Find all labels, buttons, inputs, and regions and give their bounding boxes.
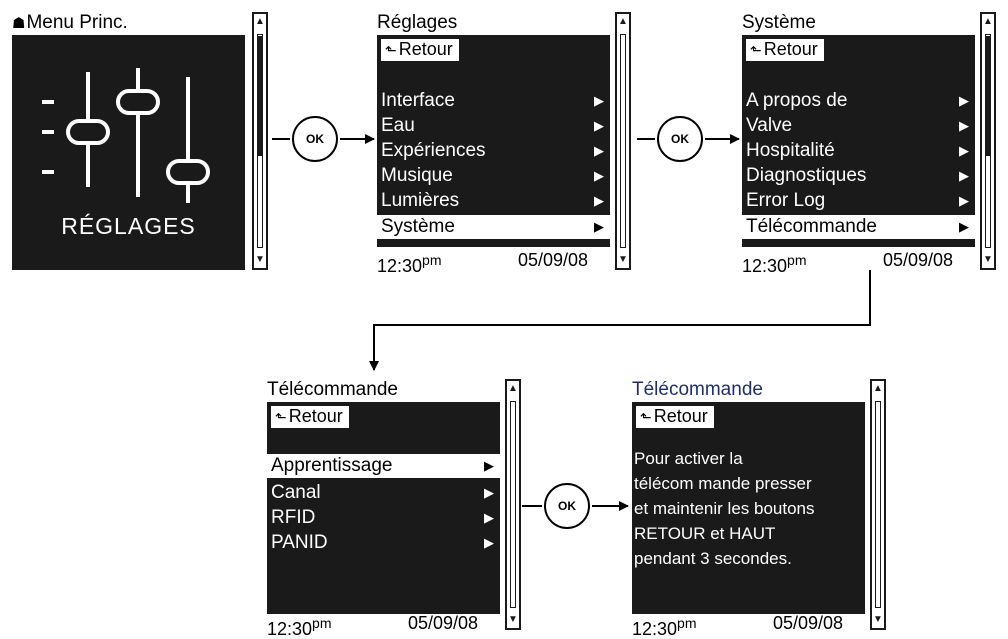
arrow-right-icon: ▶	[484, 458, 494, 473]
lcd-display: ⬑Retour Interface▶ Eau▶ Expériences▶ Mus…	[377, 35, 610, 247]
arrow-right-icon: ▶	[484, 510, 494, 525]
scroll-up-icon[interactable]: ▲	[983, 16, 993, 27]
scrollbar[interactable]: ▲ ▼	[252, 12, 268, 270]
scrollbar[interactable]: ▲ ▼	[615, 12, 631, 270]
menu-item[interactable]: RFID▶	[271, 507, 494, 528]
instruction-line: pendant 3 secondes.	[634, 549, 792, 568]
scroll-down-icon[interactable]: ▼	[508, 614, 518, 625]
arrow-right-icon: ▶	[959, 168, 969, 183]
back-button[interactable]: ⬑Retour	[381, 39, 459, 61]
back-button[interactable]: ⬑Retour	[636, 406, 714, 428]
back-icon: ⬑	[750, 42, 762, 58]
arrow-right-icon: ▶	[959, 193, 969, 208]
back-icon: ⬑	[640, 409, 652, 425]
home-icon: ☗	[12, 15, 26, 32]
menu-item[interactable]: Expériences▶	[381, 140, 604, 161]
screen-title-text: Menu Princ.	[26, 12, 128, 33]
date: 05/09/08	[883, 250, 954, 270]
screen-title: Système	[742, 12, 816, 33]
instruction-line: RETOUR et HAUT	[634, 524, 776, 543]
lcd-display: RÉGLAGES	[12, 35, 245, 270]
scroll-up-icon[interactable]: ▲	[618, 16, 628, 27]
arrow-right-icon: ▶	[594, 193, 604, 208]
instruction-line: et maintenir les boutons	[634, 499, 815, 518]
clock: 12:30pm	[632, 615, 697, 639]
ok-button[interactable]: OK	[292, 116, 338, 162]
menu-item[interactable]: Lumières▶	[381, 190, 604, 211]
ok-button[interactable]: OK	[544, 483, 590, 529]
menu-item[interactable]: Eau▶	[381, 115, 604, 136]
scrollbar[interactable]: ▲ ▼	[980, 12, 996, 270]
menu-item-selected[interactable]: Système▶	[377, 215, 610, 239]
arrow-right-icon: ▶	[959, 93, 969, 108]
settings-sliders-icon	[42, 68, 210, 203]
scroll-down-icon[interactable]: ▼	[255, 254, 265, 265]
scroll-down-icon[interactable]: ▼	[873, 614, 883, 625]
arrow-right-icon: ▶	[594, 168, 604, 183]
menu-item[interactable]: Diagnostiques▶	[746, 165, 969, 186]
menu-item[interactable]: Valve▶	[746, 115, 969, 136]
lcd-display: ⬑Retour A propos de▶ Valve▶ Hospitalité▶…	[742, 35, 975, 247]
scroll-down-icon[interactable]: ▼	[618, 254, 628, 265]
back-icon: ⬑	[275, 409, 287, 425]
clock: 12:30pm	[742, 252, 807, 276]
arrow-right-icon: ▶	[484, 485, 494, 500]
screen-label: RÉGLAGES	[61, 213, 196, 239]
scroll-up-icon[interactable]: ▲	[255, 16, 265, 27]
arrow-right-icon: ▶	[594, 93, 604, 108]
menu-item[interactable]: Error Log▶	[746, 190, 969, 211]
arrow-right-icon: ▶	[594, 219, 604, 234]
instruction-line: télécom mande presser	[634, 474, 812, 493]
clock: 12:30pm	[267, 615, 332, 639]
arrow-right-icon: ▶	[594, 118, 604, 133]
menu-item[interactable]: PANID▶	[271, 532, 494, 553]
arrow-right-icon: ▶	[959, 118, 969, 133]
screen-title: Télécommande	[267, 379, 398, 400]
date: 05/09/08	[773, 613, 844, 633]
date: 05/09/08	[518, 250, 589, 270]
menu-item[interactable]: Musique▶	[381, 165, 604, 186]
menu-item-selected[interactable]: Apprentissage▶	[267, 454, 500, 478]
menu-item-selected[interactable]: Télécommande▶	[742, 215, 975, 239]
scroll-down-icon[interactable]: ▼	[983, 254, 993, 265]
menu-item[interactable]: A propos de▶	[746, 90, 969, 111]
back-button[interactable]: ⬑Retour	[271, 406, 349, 428]
lcd-display: ⬑Retour Pour activer la télécom mande pr…	[632, 402, 865, 614]
screen-title: Réglages	[377, 12, 458, 33]
date: 05/09/08	[408, 613, 479, 633]
arrow-right-icon: ▶	[484, 535, 494, 550]
screen-title: ☗Menu Princ.	[12, 12, 128, 35]
scroll-up-icon[interactable]: ▲	[508, 383, 518, 394]
arrow-right-icon: ▶	[594, 143, 604, 158]
arrow-right-icon: ▶	[959, 143, 969, 158]
scroll-up-icon[interactable]: ▲	[873, 383, 883, 394]
clock: 12:30pm	[377, 252, 442, 276]
menu-item[interactable]: Interface▶	[381, 90, 604, 111]
arrow-right-icon: ▶	[959, 219, 969, 234]
back-icon: ⬑	[385, 42, 397, 58]
scrollbar[interactable]: ▲ ▼	[870, 379, 886, 630]
back-button[interactable]: ⬑Retour	[746, 39, 824, 61]
lcd-display: ⬑Retour Apprentissage▶ Canal▶ RFID▶ PANI…	[267, 402, 500, 614]
menu-item[interactable]: Hospitalité▶	[746, 140, 969, 161]
instruction-line: Pour activer la	[634, 449, 743, 468]
screen-title: Télécommande	[632, 379, 763, 400]
scrollbar[interactable]: ▲ ▼	[505, 379, 521, 630]
ok-button[interactable]: OK	[657, 116, 703, 162]
menu-item[interactable]: Canal▶	[271, 482, 494, 503]
